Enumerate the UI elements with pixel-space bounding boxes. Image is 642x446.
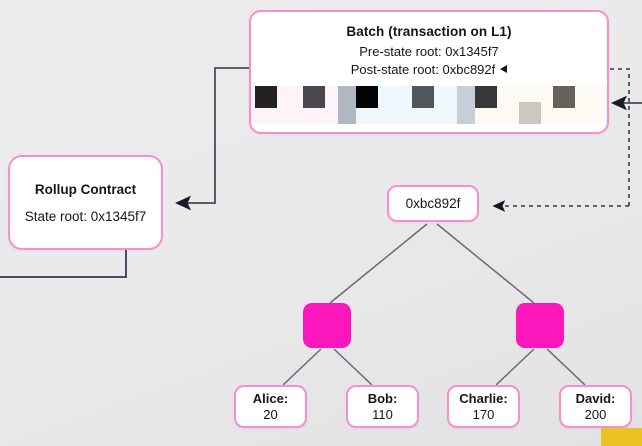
tx-block [518, 102, 541, 124]
leaf-value: 170 [472, 406, 495, 422]
tx-block [356, 86, 379, 108]
leaf-name: Charlie: [459, 390, 508, 406]
tx-block [338, 86, 357, 124]
transaction-strip [251, 86, 607, 124]
yellow-corner-block [601, 428, 642, 446]
leaf-node-alice[interactable]: Alice: 20 [234, 385, 307, 428]
batch-state-roots: Pre-state root: 0x1345f7 Post-state root… [351, 43, 508, 78]
rollup-contract-title: Rollup Contract [34, 181, 137, 197]
batch-post-state-row: Post-state root: 0xbc892f [351, 61, 508, 79]
wire-batch-to-rollup [175, 67, 249, 211]
batch-box[interactable]: Batch (transaction on L1) Pre-state root… [249, 10, 609, 134]
internal-node-left[interactable] [303, 303, 351, 348]
leaf-node-charlie[interactable]: Charlie: 170 [447, 385, 520, 428]
tx-block [412, 86, 435, 108]
leaf-name: David: [575, 390, 616, 406]
tx-group-0 [251, 86, 339, 124]
wire-root-to-internal-right [436, 223, 535, 304]
tx-group-1 [338, 86, 457, 124]
tx-block [456, 86, 475, 124]
wire-root-to-internal-left [329, 223, 428, 304]
internal-node-right[interactable] [516, 303, 564, 348]
rollup-contract-box[interactable]: Rollup Contract State root: 0x1345f7 [8, 155, 163, 250]
leaf-name: Bob: [367, 390, 398, 406]
batch-title: Batch (transaction on L1) [346, 24, 512, 39]
tx-block [552, 86, 575, 108]
merkle-root-label: 0xbc892f [405, 196, 461, 211]
leaf-name: Alice: [252, 390, 289, 406]
tx-block [255, 86, 277, 108]
tx-block [303, 86, 325, 108]
post-state-arrow-icon [500, 65, 508, 74]
wire-root-to-poststate-dashed [523, 63, 630, 206]
tx-group-2 [456, 86, 607, 124]
leaf-node-bob[interactable]: Bob: 110 [346, 385, 419, 428]
merkle-root-node[interactable]: 0xbc892f [387, 185, 479, 222]
wire-internal-left-to-leaf-0 [282, 348, 322, 386]
wire-internal-right-to-leaf-2 [495, 348, 535, 386]
batch-pre-state-root: Pre-state root: 0x1345f7 [359, 44, 499, 59]
wire-internal-right-to-leaf-3 [546, 348, 586, 386]
batch-post-state-root: Post-state root: 0xbc892f [350, 61, 496, 77]
wire-internal-left-to-leaf-1 [333, 348, 373, 386]
tx-block [474, 86, 497, 108]
leaf-value: 200 [584, 406, 607, 422]
leaf-value: 110 [372, 406, 393, 422]
rollup-contract-state-root: State root: 0x1345f7 [24, 208, 147, 224]
leaf-value: 20 [263, 406, 278, 422]
leaf-node-david[interactable]: David: 200 [559, 385, 632, 428]
